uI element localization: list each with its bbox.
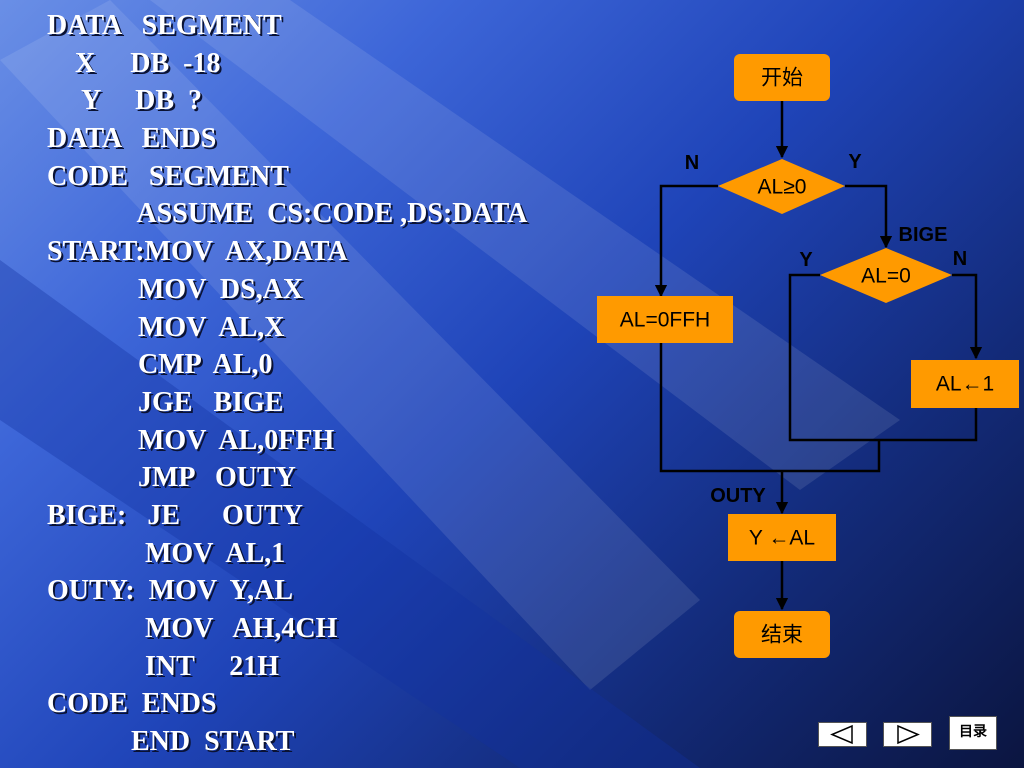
code-line: MOV AL,0FFH	[47, 424, 335, 456]
bige-label: BIGE	[899, 224, 948, 246]
process-store-y-label: Y ←AL	[749, 527, 815, 550]
end-node	[734, 611, 830, 658]
code-line: START:MOV AX,DATA	[47, 236, 348, 268]
code-line: MOV AL,1	[47, 537, 286, 569]
code-line: CODE ENDS	[47, 688, 217, 720]
cond2-yes-label: Y	[799, 249, 813, 271]
triangle-right-icon	[897, 724, 920, 745]
code-line: OUTY: MOV Y,AL	[47, 575, 294, 607]
process-set-one-label: AL←1	[936, 373, 994, 396]
cond1-yes-label: Y	[848, 151, 862, 173]
decision-al-ge-0-label: AL≥0	[758, 176, 807, 199]
code-line: MOV AH,4CH	[47, 613, 338, 644]
start-node-label: 开始	[761, 67, 803, 90]
decision-al-ge-0	[718, 159, 845, 214]
code-line: BIGE: JE OUTY	[47, 499, 303, 531]
code-line: Y DB ?	[47, 85, 203, 117]
code-line: MOV DS,AX	[47, 273, 304, 305]
code-line: X DB -18	[47, 47, 221, 79]
assembly-code-listing: DATA SEGMENT X DB -18 Y DB ? DATA ENDS C…	[47, 7, 527, 761]
triangle-left-icon	[830, 724, 853, 745]
start-node	[734, 54, 830, 101]
previous-slide-button[interactable]	[818, 722, 867, 747]
flow-arrow-cond2-no	[952, 273, 983, 360]
flow-arrow-cond1-no	[654, 184, 718, 298]
code-line: END START	[47, 726, 295, 758]
process-set-0ffh	[597, 296, 733, 343]
outy-label: OUTY	[710, 485, 766, 507]
process-set-0ffh-label: AL=0FFH	[620, 309, 710, 332]
process-store-y	[728, 514, 836, 561]
end-node-label: 结束	[761, 624, 803, 647]
code-line: INT 21H	[47, 650, 280, 682]
contents-menu-button[interactable]: 目录	[949, 716, 997, 750]
decision-al-eq-0	[820, 248, 952, 303]
next-slide-button[interactable]	[883, 722, 932, 747]
decision-al-eq-0-label: AL=0	[861, 265, 911, 288]
process-set-one	[911, 360, 1019, 408]
code-line: CMP AL,0	[47, 349, 273, 381]
code-line: CODE SEGMENT	[47, 160, 289, 192]
code-line: JMP OUTY	[47, 462, 296, 494]
code-line: MOV AL,X	[47, 311, 285, 343]
code-line: DATA SEGMENT	[47, 10, 282, 41]
code-line: DATA ENDS	[47, 123, 217, 155]
flow-line-ffh-join	[659, 343, 881, 473]
code-line: JGE BIGE	[47, 386, 284, 418]
flow-arrow-cond1-yes	[845, 184, 893, 249]
cond1-no-label: N	[685, 152, 699, 174]
code-line: ASSUME CS:CODE ,DS:DATA	[47, 198, 528, 230]
flow-line-cond2-yes	[788, 273, 978, 442]
cond2-no-label: N	[953, 248, 967, 270]
